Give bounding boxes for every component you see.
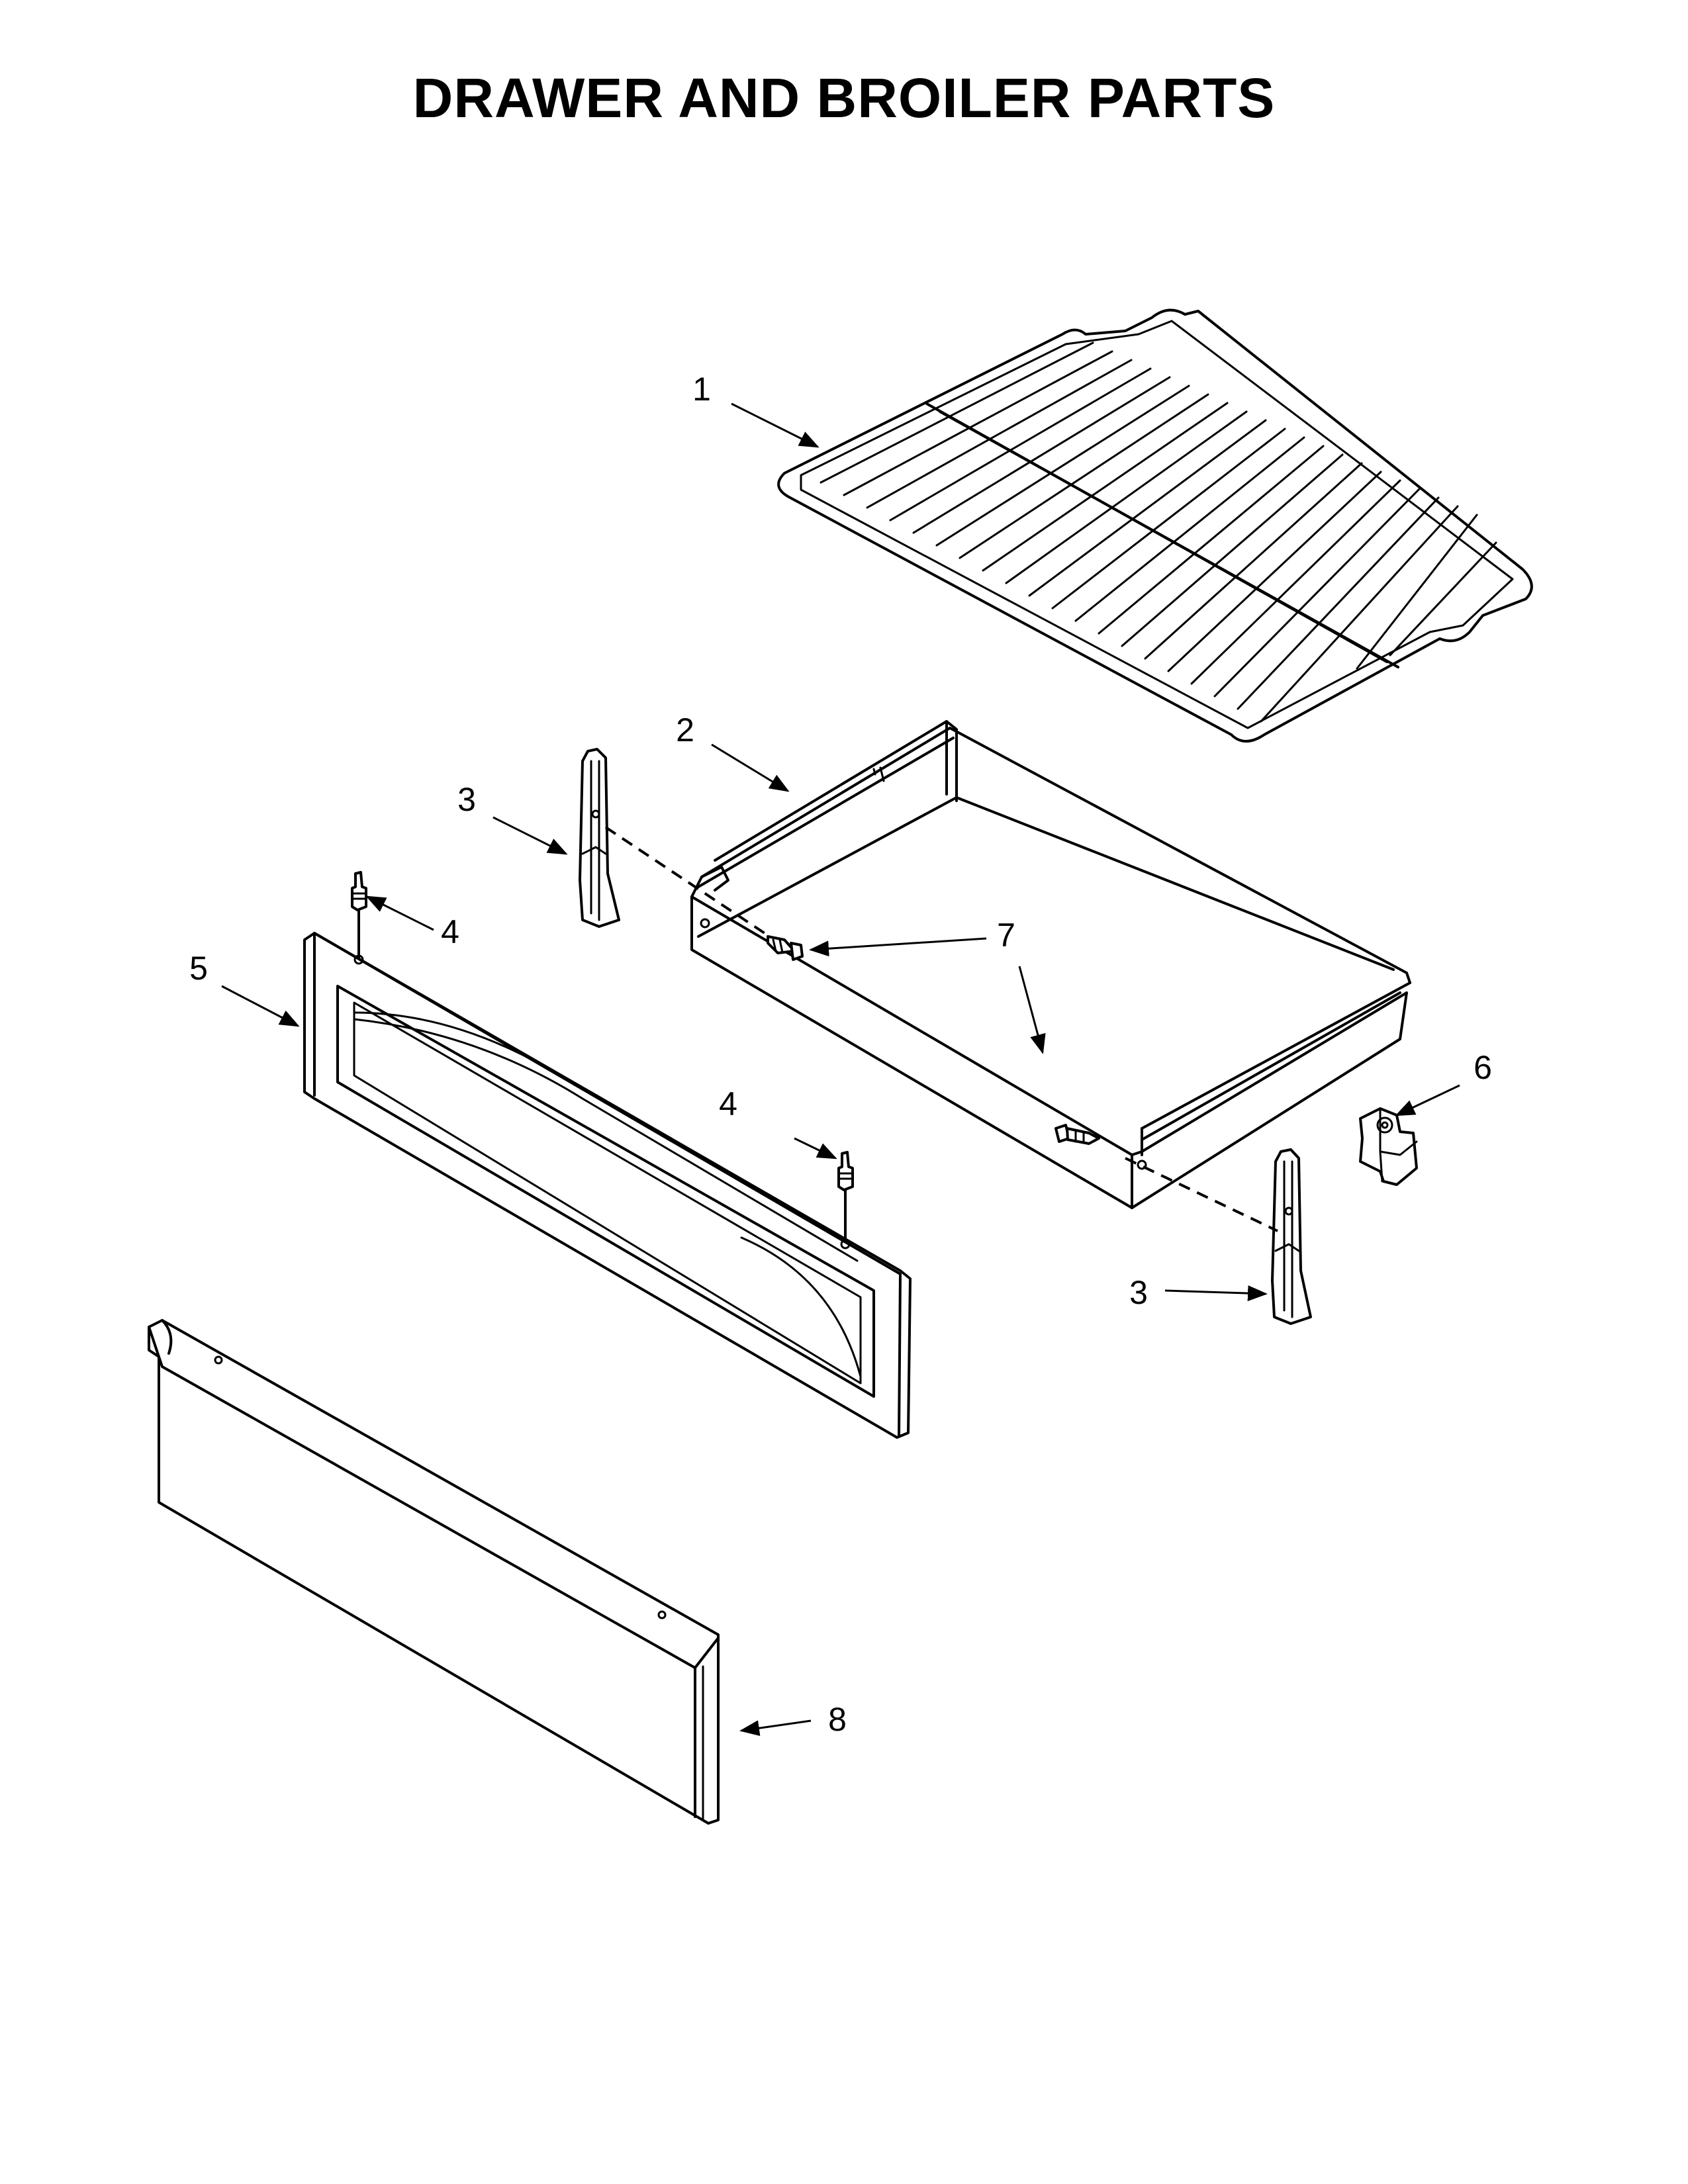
callout-6: 6: [1474, 1049, 1492, 1086]
callout-4-left: 4: [441, 913, 459, 950]
callout-8: 8: [828, 1701, 847, 1738]
drawer-stop-bracket: [1359, 1107, 1418, 1186]
drawer-glide-left: [579, 748, 620, 928]
callout-5: 5: [189, 950, 208, 987]
leader-4b: [794, 1137, 837, 1160]
callout-numbers: 1 2 3 3 4 4 5 6 7 8: [189, 371, 1492, 1738]
callout-7: 7: [997, 917, 1015, 954]
broiler-drawer-pan: [690, 720, 1411, 1209]
glide-right-mounting-line: [1125, 1157, 1278, 1232]
glide-left-mounting-line: [604, 826, 766, 934]
drawer-glide-right: [1271, 1148, 1312, 1325]
leader-5: [221, 985, 300, 1027]
fastener-left: [351, 871, 367, 961]
page-title: DRAWER AND BROILER PARTS: [412, 67, 1276, 129]
leader-1: [731, 402, 820, 448]
leader-7a: [809, 937, 987, 957]
callout-3-right: 3: [1129, 1274, 1148, 1311]
leader-8: [739, 1719, 812, 1737]
drawer-front-panel: [303, 932, 912, 1439]
leader-3a: [492, 816, 568, 855]
leader-4a: [365, 895, 434, 931]
oven-rack: [777, 308, 1533, 743]
rack-wires: [820, 341, 1497, 723]
leader-2: [711, 743, 790, 792]
screw-lower: [1055, 1124, 1100, 1145]
callout-4-right: 4: [719, 1085, 737, 1122]
fastener-right: [837, 1151, 854, 1242]
leader-6: [1395, 1084, 1460, 1116]
screw-upper: [767, 935, 804, 961]
callout-3-left: 3: [457, 781, 476, 818]
callout-1: 1: [692, 371, 711, 408]
leader-7b: [1018, 966, 1046, 1054]
lower-drawer-panel: [148, 1319, 720, 1825]
callout-2: 2: [676, 711, 694, 749]
leader-3b: [1164, 1285, 1268, 1302]
leader-lines: [221, 402, 1460, 1737]
